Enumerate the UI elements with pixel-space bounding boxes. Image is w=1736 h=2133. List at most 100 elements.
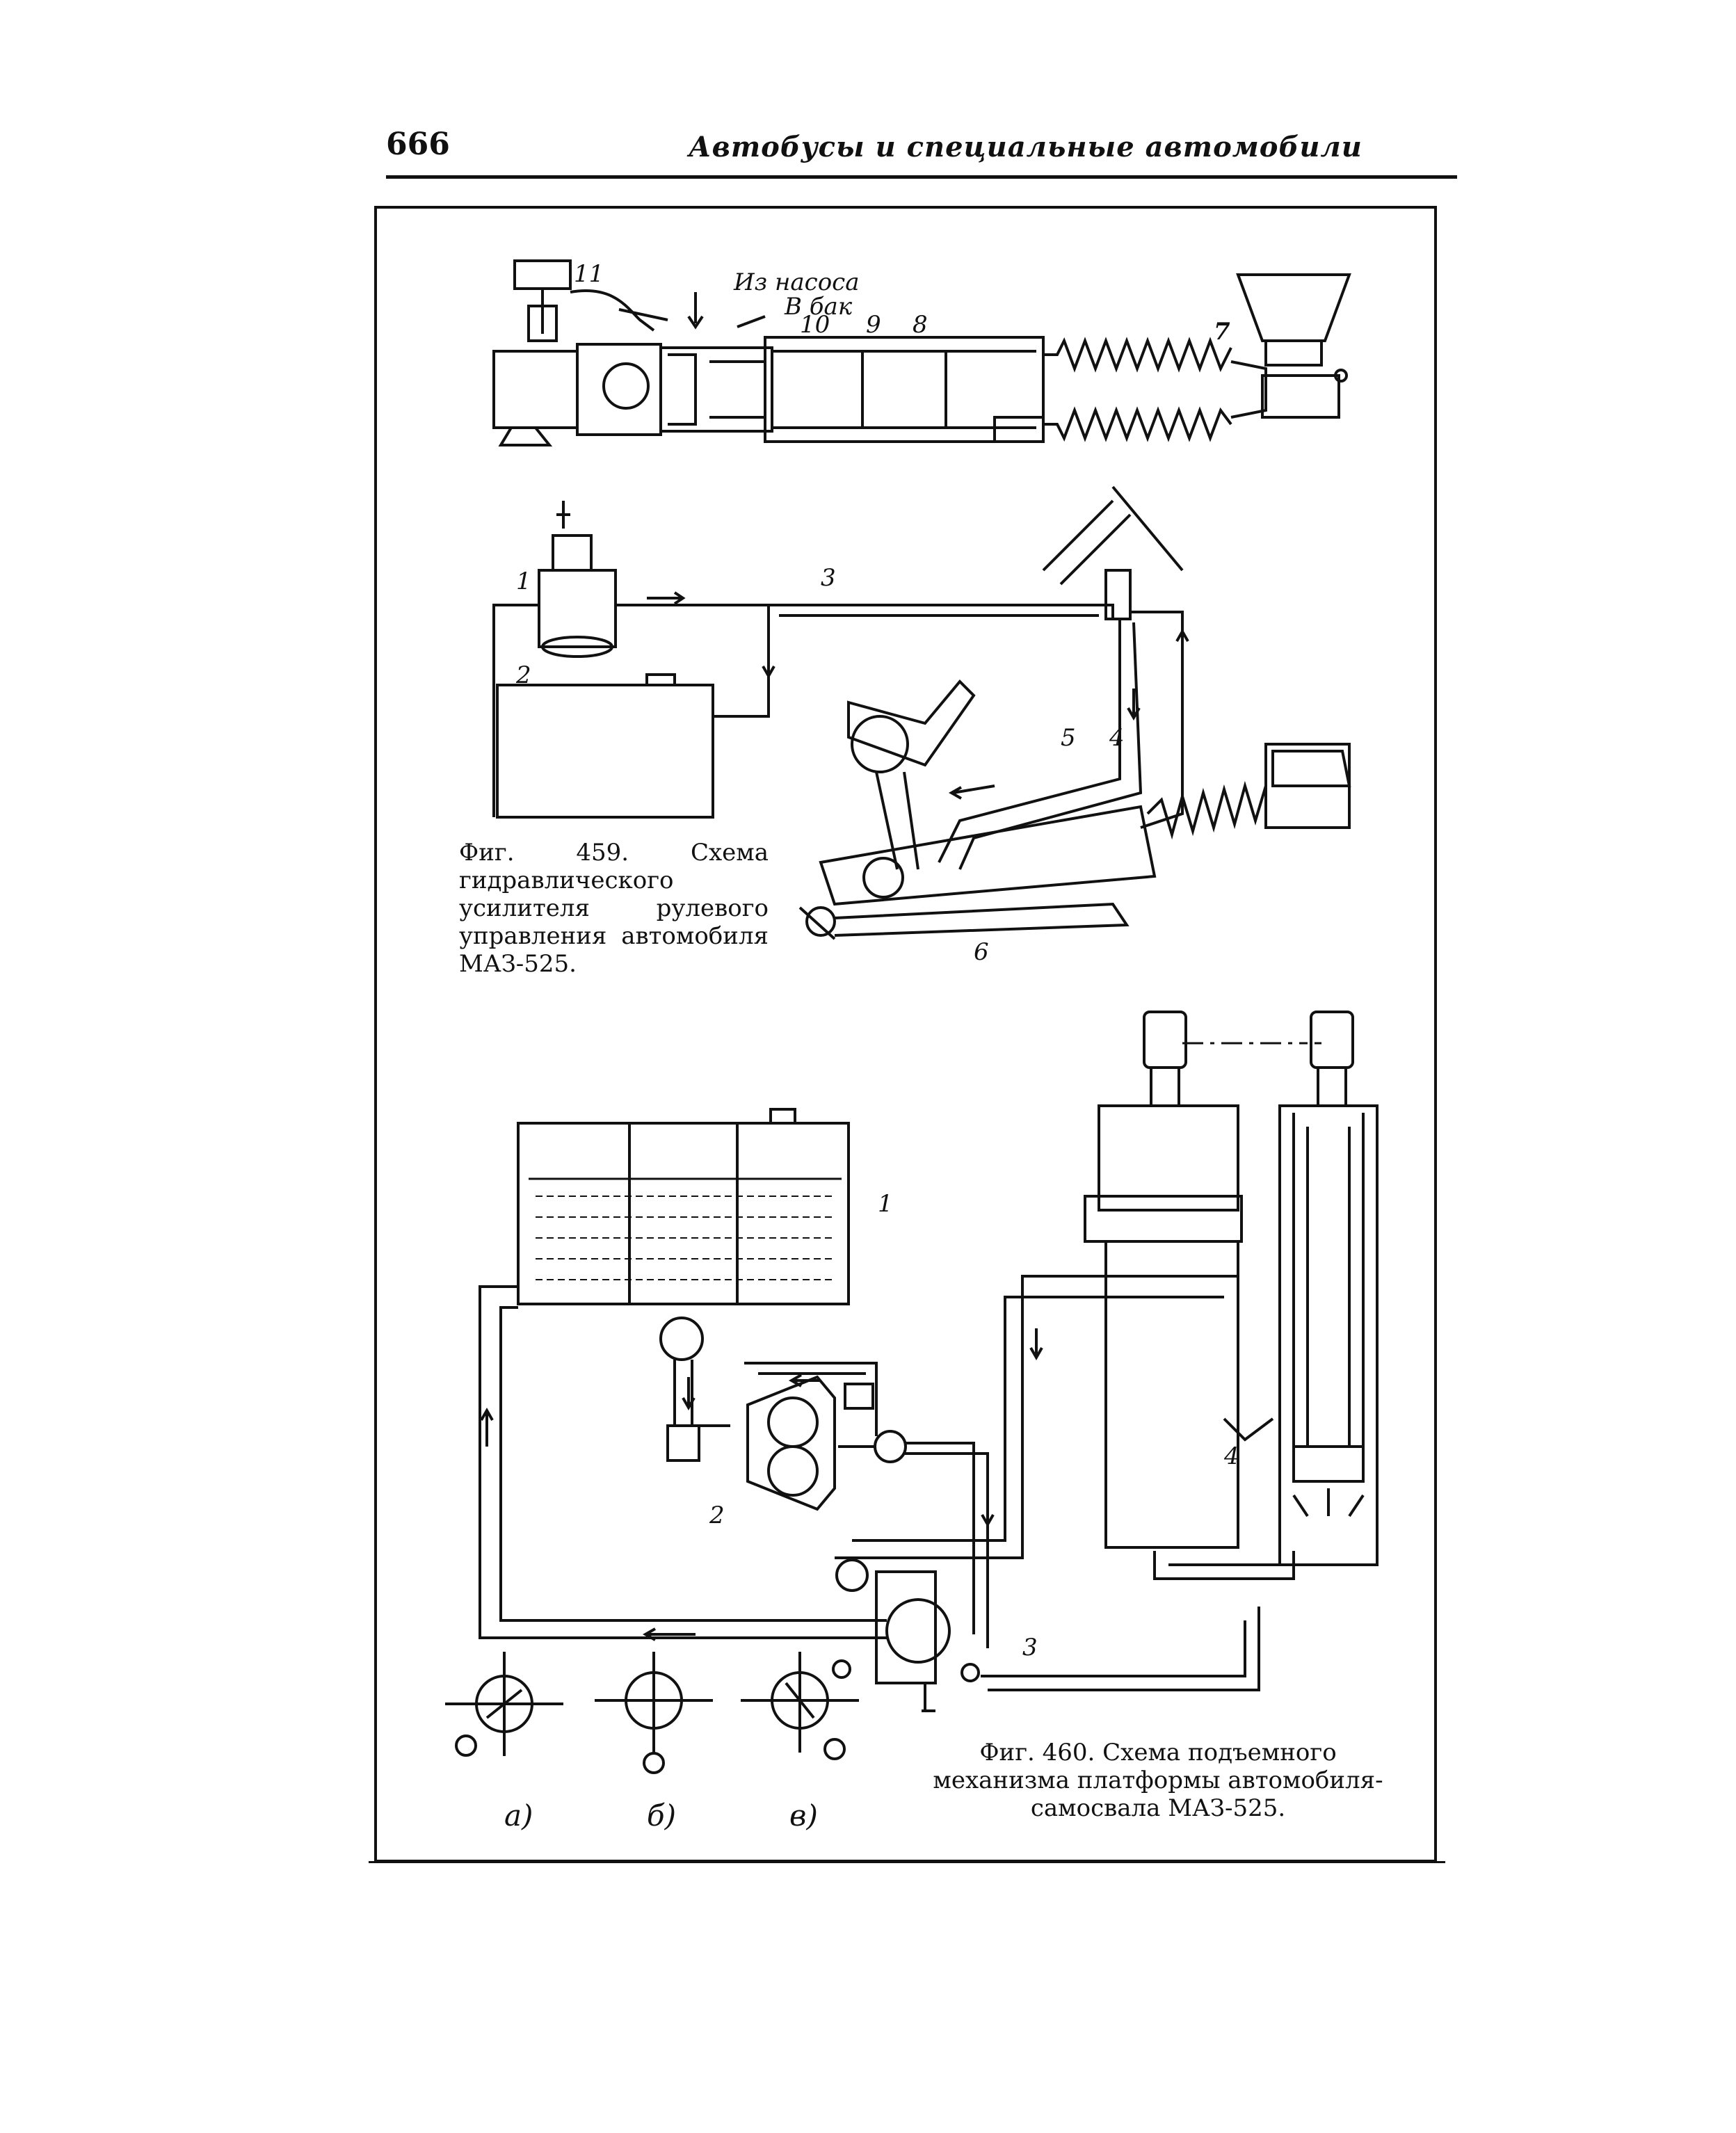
piston — [861, 350, 947, 429]
arrow-flow-up — [1175, 628, 1189, 661]
label-2: 2 — [515, 661, 531, 689]
tank-1-cap — [769, 1108, 796, 1125]
valve-4 — [1104, 569, 1132, 620]
gear-upper — [767, 1396, 819, 1448]
label-from-pump: Из насоса — [733, 268, 860, 296]
tie-rod-end — [805, 906, 836, 937]
arrow-return-left — [642, 1627, 696, 1641]
fig459-caption: Фиг. 459. Схема гидравлического усилител… — [459, 839, 769, 978]
fig460-label-1: 1 — [878, 1190, 893, 1218]
valve-ball — [602, 362, 650, 410]
frame-bottom-rule — [369, 1861, 1445, 1863]
header-rule — [386, 175, 1457, 179]
bellows-top — [1043, 337, 1232, 373]
label-6: 6 — [974, 938, 989, 966]
label-to-tank: В бак — [784, 293, 853, 321]
cylinder-4-left-body — [1104, 1240, 1239, 1549]
distributor-3-body — [875, 1570, 937, 1684]
pump-top — [552, 534, 593, 572]
pipe-5-inner — [958, 622, 1143, 870]
label-8: 8 — [913, 311, 928, 339]
pump-inlet — [698, 1424, 730, 1460]
page-number: 666 — [386, 127, 450, 162]
gear-pump-2 — [746, 1375, 836, 1511]
sub-label-v: в) — [789, 1798, 818, 1833]
pump-flange — [541, 636, 613, 658]
pipe-pump-tank — [616, 604, 770, 718]
drop-arm — [570, 289, 668, 332]
cylinder-4-right-walls — [1292, 1113, 1365, 1460]
pipe-3-upper — [769, 604, 1114, 619]
label-11: 11 — [574, 260, 604, 288]
cylinder-4-right-piston — [1292, 1445, 1365, 1483]
distributor-position-v — [741, 1652, 859, 1760]
distributor-position-a — [445, 1652, 563, 1757]
tank-1-baffles — [628, 1123, 739, 1304]
arrow-flow-down-2 — [1127, 689, 1141, 721]
fig460-label-2: 2 — [709, 1502, 725, 1529]
filter — [666, 1424, 700, 1462]
bellows-bottom — [1043, 406, 1232, 442]
tank-1 — [517, 1122, 850, 1305]
return-line-outer — [479, 1285, 887, 1639]
arrow-pressure-down — [981, 1495, 995, 1528]
grease-nipple — [1334, 369, 1348, 383]
sub-label-a: а) — [504, 1798, 533, 1833]
fig460-scheme — [445, 1011, 1379, 1774]
arrow-bypass-left — [788, 1374, 821, 1387]
tank-1-oil — [536, 1196, 835, 1280]
tank-cap — [645, 673, 676, 686]
arrow-flow-right — [647, 591, 686, 605]
booster-left-knuckle — [492, 350, 579, 429]
cylinder-4-right-plunger — [1306, 1127, 1351, 1447]
arrow-suction-down — [682, 1377, 696, 1411]
label-5: 5 — [1061, 724, 1076, 752]
label-1: 1 — [516, 568, 531, 595]
arrow-return-up — [480, 1407, 494, 1447]
steering-box-sector — [851, 715, 909, 773]
distributor-position-b — [595, 1652, 713, 1774]
arrow-flow-down — [762, 640, 775, 679]
fig459-scheme — [492, 485, 1351, 940]
fig460-label-3: 3 — [1022, 1634, 1038, 1661]
distributor-spool — [668, 353, 697, 426]
pipe-left-return — [492, 604, 539, 817]
label-9: 9 — [866, 311, 881, 339]
cylinder-4-left-rod — [1150, 1068, 1180, 1106]
distributor-3-drain — [922, 1683, 935, 1712]
cylinder-4-left-eye — [1143, 1011, 1187, 1069]
fig459-booster-assembly — [492, 259, 1351, 446]
running-head: Автобусы и специальные автомобили — [689, 131, 1363, 163]
cylinder-walls — [772, 350, 1036, 429]
right-ball-stud-nut — [1264, 339, 1323, 367]
lower-feed — [981, 1607, 1260, 1691]
label-4: 4 — [1109, 724, 1125, 752]
return-line-inner — [499, 1306, 887, 1622]
arrow-feed-down — [1029, 1328, 1043, 1361]
label-10: 10 — [800, 311, 830, 339]
cylinder-4-right-rod — [1317, 1068, 1347, 1106]
pitman-arm — [875, 771, 919, 870]
booster-foot — [498, 426, 553, 446]
cylinder-5-bellows — [1146, 780, 1267, 840]
fig460-caption: Фиг. 460. Схема подъемного механизма пла… — [933, 1739, 1383, 1822]
cylinder-bottom-link — [1153, 1551, 1295, 1580]
cylinder-4-right-flow-arrows — [1292, 1488, 1365, 1518]
from-pump-arrow — [687, 292, 704, 330]
pressure-line — [904, 1442, 989, 1648]
cylinder-4-right-body — [1278, 1104, 1379, 1566]
sub-label-b: б) — [647, 1798, 676, 1833]
cylinder-4-left-collar — [1084, 1195, 1243, 1243]
pipe-right-up — [1130, 611, 1184, 829]
label-7: 7 — [1214, 318, 1230, 346]
relief-bypass — [744, 1362, 878, 1436]
shutoff-valve — [659, 1317, 704, 1361]
pump-1 — [538, 569, 617, 648]
gear-lower — [767, 1445, 819, 1497]
distributor-channels — [709, 360, 765, 419]
suction-line — [673, 1360, 693, 1426]
power-cylinder — [764, 336, 1045, 443]
check-valve — [874, 1430, 907, 1463]
steering-box — [847, 679, 976, 767]
